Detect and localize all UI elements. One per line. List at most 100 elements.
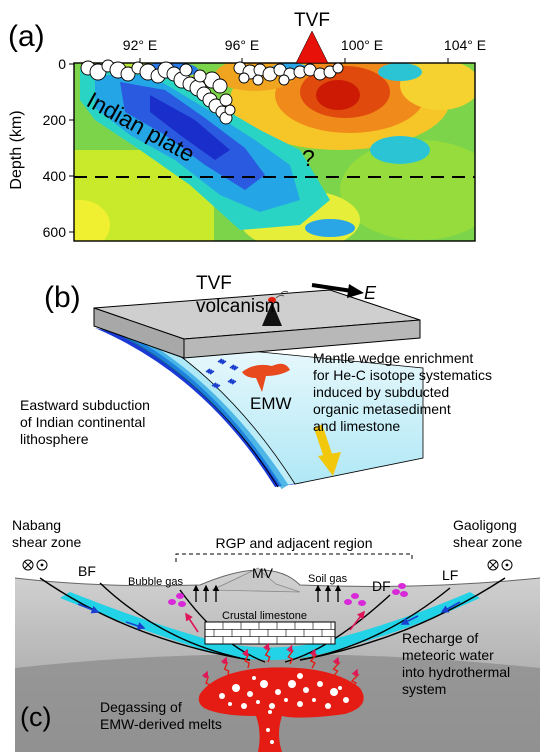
region-label: RGP and adjacent region xyxy=(216,535,373,551)
mv-label: MV xyxy=(252,565,274,581)
fluid-release-arrows xyxy=(205,358,239,389)
tvf-label-b: TVF xyxy=(196,273,232,294)
magma-bubble xyxy=(343,697,349,703)
magma-bubble xyxy=(297,673,303,679)
emw-melt-icon xyxy=(242,363,290,392)
degassing-arrow xyxy=(220,656,230,677)
panel-c: Crustal limestone xyxy=(12,517,541,752)
y-axis-label: Depth (km) xyxy=(8,110,25,189)
section-frame xyxy=(73,62,476,242)
earthquake-circle xyxy=(212,78,228,94)
magma-bubble xyxy=(260,680,268,688)
x-tick-96: 96° E xyxy=(225,37,259,53)
limestone-label: Crustal limestone xyxy=(222,610,307,622)
magma-bubble xyxy=(219,693,225,699)
upflow-arrows xyxy=(185,610,365,633)
eastward-arrow xyxy=(311,283,353,293)
earthquake-circle xyxy=(238,72,250,84)
mantle-wedge-text: Mantle wedge enrichment for He-C isotope… xyxy=(313,350,496,434)
x-tick-100: 100° E xyxy=(341,37,383,53)
soil-gas-label: Soil gas xyxy=(308,573,348,585)
earthquake-circle xyxy=(193,69,207,83)
earthquake-circle xyxy=(252,74,264,86)
earthquake-hypocenters xyxy=(80,59,344,125)
magma-bubble xyxy=(317,681,323,687)
east-label: E xyxy=(364,283,377,303)
magma-bubble xyxy=(275,689,281,695)
degassing-arrow xyxy=(309,648,318,669)
degassing-arrow xyxy=(350,668,360,689)
magma-bubble xyxy=(303,687,309,693)
y-axis: 0 200 400 600 xyxy=(43,56,74,240)
earthquake-circle xyxy=(219,93,233,107)
magma-bubble xyxy=(228,702,232,706)
emw-label: EMW xyxy=(250,394,292,413)
y-tick-400: 400 xyxy=(43,168,67,184)
nabang-shear-zone-label: Nabang shear zone xyxy=(12,517,81,550)
degassing-arrow xyxy=(263,642,271,663)
magma-bubble xyxy=(247,691,253,697)
y-tick-0: 0 xyxy=(58,56,66,72)
recharge-text: Recharge of meteoric water into hydrothe… xyxy=(402,630,514,697)
slab-sinking-arrow xyxy=(318,452,341,476)
region-bracket xyxy=(175,553,413,562)
magma-bubble xyxy=(330,688,338,696)
magma-bubble xyxy=(241,703,247,709)
crustal-limestone-block xyxy=(204,621,336,645)
fault-lf-label: LF xyxy=(442,567,458,583)
magma-bubble xyxy=(256,700,260,704)
tomography-section xyxy=(74,63,475,241)
magma-bubble xyxy=(284,698,288,702)
gas-bubble-icons xyxy=(168,583,408,607)
magma-bubble xyxy=(288,680,296,688)
magma-bubble xyxy=(252,676,256,680)
earthquake-circle xyxy=(120,66,136,82)
earthquake-circle xyxy=(224,104,236,116)
panel-b-label: (b) xyxy=(44,281,81,314)
panel-a: (a) xyxy=(8,10,486,242)
earthquake-circle xyxy=(332,62,344,74)
fault-df-label: DF xyxy=(372,578,391,594)
gas-arrows xyxy=(192,584,342,602)
magma-bubble xyxy=(297,701,303,707)
gaoligong-shear-zone-label: Gaoligong shear zone xyxy=(453,517,522,550)
magma-bubble xyxy=(232,684,240,692)
magma-bubble xyxy=(268,710,272,714)
degassing-arrow xyxy=(332,656,341,677)
crust-front-face xyxy=(183,319,421,359)
degassing-arrow xyxy=(201,670,211,691)
volcanism-label: volcanism xyxy=(196,296,280,317)
unknown-question-mark: ? xyxy=(302,145,315,171)
earthquake-circle xyxy=(278,74,290,86)
tvf-label: TVF xyxy=(294,10,330,31)
magma-bubble xyxy=(312,698,316,702)
panel-c-label: (c) xyxy=(20,702,51,732)
degassing-arrows xyxy=(201,642,360,691)
magma-bubble xyxy=(325,703,331,709)
degassing-text: Degassing of EMW-derived melts xyxy=(100,699,222,732)
volcano-icon xyxy=(262,302,282,326)
tvf-volcano-icon xyxy=(295,30,329,64)
bubble-gas-label: Bubble gas xyxy=(128,576,184,588)
earthquake-circle xyxy=(179,63,193,77)
panel-a-label: (a) xyxy=(8,20,45,53)
right-shear-symbol xyxy=(487,559,513,571)
magma-bubble xyxy=(270,740,274,744)
mountain-mv xyxy=(211,567,301,593)
y-tick-200: 200 xyxy=(43,112,67,128)
degassing-arrow xyxy=(286,644,294,665)
fault-bf-label: BF xyxy=(78,563,96,579)
left-shear-symbol xyxy=(22,559,48,571)
y-tick-600: 600 xyxy=(43,224,67,240)
degassing-arrow xyxy=(241,648,250,669)
magma-bubbles xyxy=(219,673,349,744)
x-axis: 92° E 96° E 100° E 104° E xyxy=(123,37,486,63)
magma-bubble xyxy=(269,703,275,709)
recharge-arrows xyxy=(77,601,461,630)
subduction-text: Eastward subduction of Indian continenta… xyxy=(20,397,154,447)
x-tick-104: 104° E xyxy=(444,37,486,53)
magma-bubble xyxy=(266,728,270,732)
panel-b: (b) TVF volcanism E EMW xyxy=(20,273,496,490)
x-tick-92: 92° E xyxy=(123,37,157,53)
